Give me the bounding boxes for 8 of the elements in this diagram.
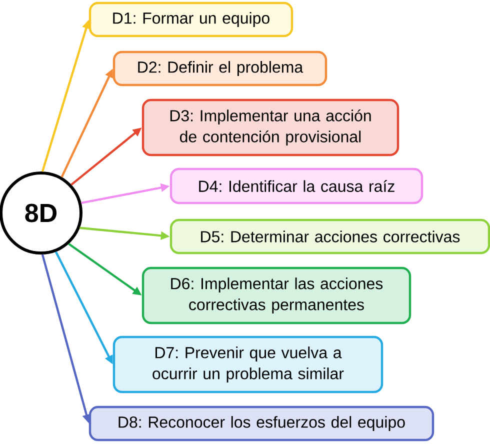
step-box: D3: Implementar una acción de contención provisional	[142, 98, 400, 156]
step-box: D8: Reconocer los esfuerzos del equipo	[88, 406, 434, 442]
step-box: D5: Determinar acciones correctivas	[170, 218, 490, 254]
step-box: D2: Definir el problema	[112, 50, 328, 86]
step-box: D4: Identificar la causa raíz	[170, 168, 424, 204]
step-box: D1: Formar un equipo	[88, 2, 294, 38]
step-box: D7: Prevenir que vuelva a ocurrir un problema similar	[112, 336, 384, 394]
step-box: D6: Implementar las acciones correctivas permanentes	[142, 266, 412, 324]
